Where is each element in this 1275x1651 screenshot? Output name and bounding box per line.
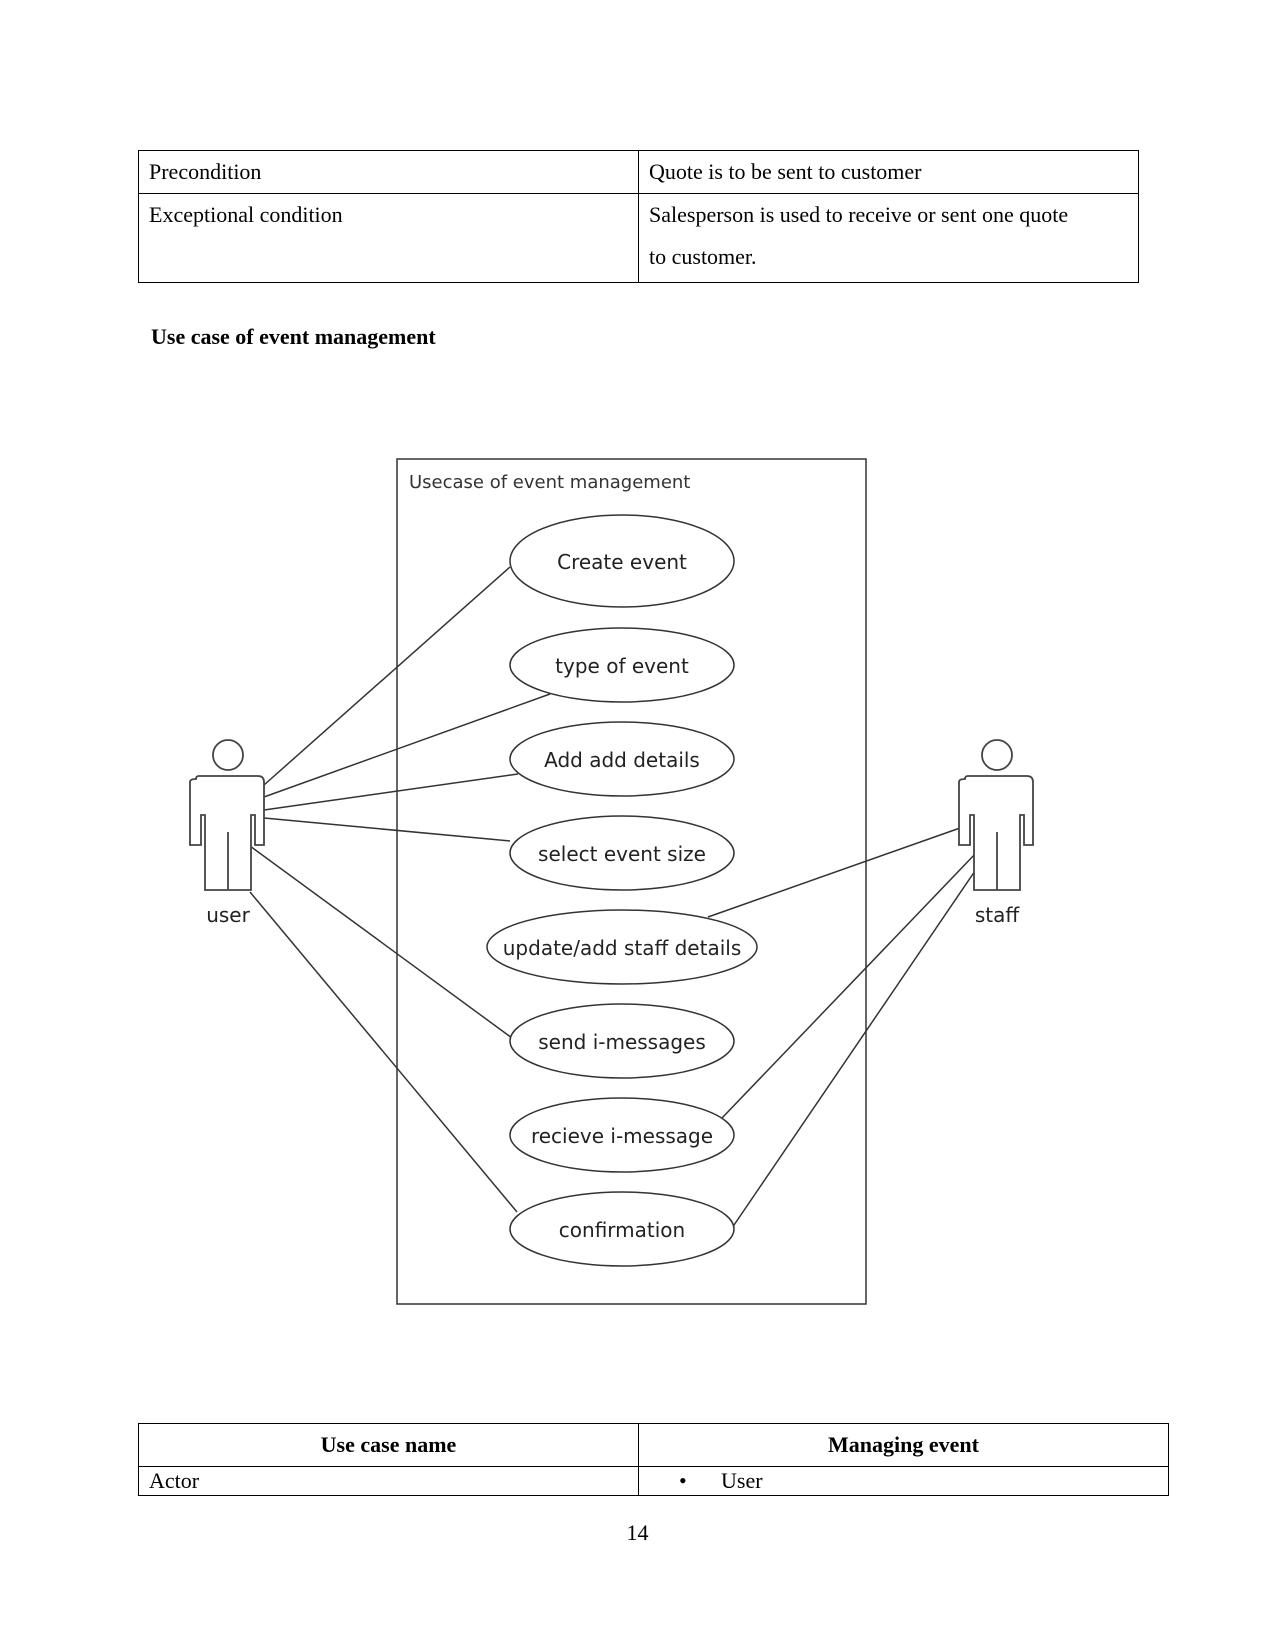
system-boundary bbox=[396, 458, 867, 1305]
use-case-select-event-size bbox=[509, 815, 735, 891]
association-line bbox=[721, 851, 978, 1119]
use-case-receive-message bbox=[509, 1097, 735, 1173]
use-case-label: type of event bbox=[555, 654, 689, 678]
row-value-line: to customer. bbox=[649, 244, 757, 269]
actor-user-label: user bbox=[206, 903, 250, 927]
association-line bbox=[249, 891, 518, 1213]
association-line bbox=[263, 773, 519, 811]
table-header-row: Use case name Managing event bbox=[138, 1423, 1169, 1467]
use-case-create-event bbox=[509, 514, 735, 608]
use-case-label: update/add staff details bbox=[503, 936, 742, 960]
row-value-line: Salesperson is used to receive or sent o… bbox=[649, 202, 1069, 227]
bullet-icon: • bbox=[679, 1468, 687, 1493]
table-row: Exceptional condition Salesperson is use… bbox=[138, 193, 1139, 283]
table-row: Actor • User bbox=[138, 1466, 1169, 1496]
header-cell: Managing event bbox=[638, 1423, 1169, 1467]
associations bbox=[249, 566, 978, 1229]
association-line bbox=[731, 867, 978, 1229]
section-heading: Use case of event management bbox=[151, 324, 436, 349]
association-line bbox=[263, 566, 511, 786]
use-case-label: confirmation bbox=[559, 1218, 685, 1242]
use-case-add-details bbox=[509, 721, 735, 797]
system-title: Usecase of event management bbox=[409, 472, 690, 493]
bullet-text: User bbox=[721, 1468, 763, 1493]
row-label: Exceptional condition bbox=[138, 193, 639, 283]
precondition-table: Precondition Quote is to be sent to cust… bbox=[138, 150, 1139, 283]
association-line bbox=[249, 845, 513, 1039]
use-case-diagram: Usecase of event management Create event… bbox=[189, 458, 1034, 1305]
use-case-label: select event size bbox=[538, 842, 706, 866]
use-case-confirmation bbox=[509, 1191, 735, 1267]
row-value: Quote is to be sent to customer bbox=[638, 150, 1139, 194]
use-case-update-staff-details bbox=[486, 909, 758, 985]
use-cases bbox=[486, 514, 758, 1267]
use-case-labels: Create event type of event Add add detai… bbox=[503, 550, 742, 1242]
actor-user-icon bbox=[189, 739, 265, 891]
association-line bbox=[707, 827, 961, 918]
use-case-table: Use case name Managing event Actor • User bbox=[138, 1423, 1169, 1496]
table-row: Precondition Quote is to be sent to cust… bbox=[138, 150, 1139, 194]
row-label: Precondition bbox=[138, 150, 639, 194]
use-case-label: Add add details bbox=[544, 748, 700, 772]
use-case-type-of-event bbox=[509, 627, 735, 703]
use-case-label: recieve i-message bbox=[531, 1124, 713, 1148]
row-value: • User bbox=[638, 1466, 1169, 1496]
actor-staff-icon bbox=[958, 739, 1034, 891]
use-case-send-messages bbox=[509, 1003, 735, 1079]
row-label: Actor bbox=[138, 1466, 639, 1496]
association-line bbox=[263, 817, 511, 842]
actor-staff-label: staff bbox=[975, 903, 1021, 927]
row-value: Salesperson is used to receive or sent o… bbox=[638, 193, 1139, 283]
use-case-label: send i-messages bbox=[538, 1030, 706, 1054]
use-case-label: Create event bbox=[557, 550, 687, 574]
association-line bbox=[263, 693, 551, 798]
page-number: 14 bbox=[626, 1520, 649, 1545]
header-cell: Use case name bbox=[138, 1423, 639, 1467]
